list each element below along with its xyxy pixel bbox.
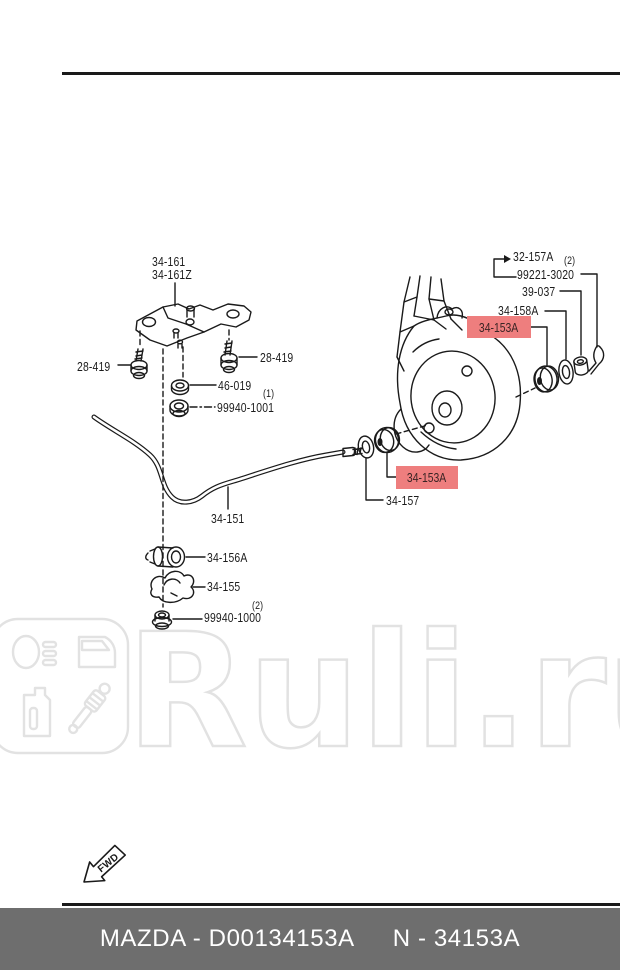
part-label-28-419-left: 28-419	[77, 359, 111, 374]
highlighted-part-34-153a-upper[interactable]: 34-153A	[467, 316, 531, 338]
nut-99940-1000	[151, 610, 203, 630]
clamp-34-155	[150, 570, 206, 604]
highlighted-part-label: 34-153A	[479, 319, 519, 335]
bolt-28-419-right	[220, 329, 258, 374]
part-label-39-037: 39-037	[522, 284, 556, 299]
stabilizer-bar-34-151	[91, 414, 363, 510]
diagram-art: .ink{stroke:#1a1a1a;fill:none;stroke-wid…	[62, 72, 620, 906]
leader-lines-top-right	[493, 255, 598, 367]
part-label-34-161z: 34-161Z	[152, 267, 192, 282]
part-label-34-151: 34-151	[211, 511, 245, 526]
shock-absorber-icon	[68, 682, 111, 735]
ref-arrow-icon	[504, 255, 511, 263]
fwd-arrow-icon: FWD	[83, 844, 127, 883]
part-label-99221-3020: 99221-3020	[517, 267, 575, 282]
bottom-rule	[62, 903, 620, 906]
bushing-34-153a-upper	[533, 365, 560, 393]
washer-34-157	[357, 435, 384, 501]
part-label-99940-1000: 99940-1000	[204, 610, 262, 625]
footer-bar: MAZDA - D00134153A N - 34153A	[0, 908, 620, 970]
part-label-32-157a: 32-157A	[513, 249, 554, 264]
part-label-34-155: 34-155	[207, 579, 241, 594]
qty-label-2-top: (2)	[564, 255, 576, 267]
bushing-34-153a-lower	[373, 426, 401, 478]
watermark: Ruli.ru	[0, 599, 620, 785]
watermark-text: Ruli.ru	[126, 600, 620, 784]
bracket-34-161-drawing	[135, 303, 252, 349]
top-rule	[62, 72, 620, 75]
nut-39-037	[573, 356, 589, 376]
headlight-icon	[11, 634, 58, 670]
washer-34-158a	[558, 359, 574, 385]
bushing-34-156a	[145, 546, 206, 568]
part-label-28-419-right: 28-419	[260, 350, 294, 365]
cotter-pin	[588, 345, 605, 375]
part-label-34-156a: 34-156A	[207, 550, 248, 565]
part-label-46-019: 46-019	[218, 378, 252, 393]
car-door-icon	[77, 635, 117, 669]
qty-label-1: (1)	[263, 388, 275, 400]
nut-99940-1001	[169, 399, 216, 418]
knuckle-drawing	[393, 275, 522, 461]
oil-can-icon	[22, 686, 52, 738]
watermark-logo-box	[0, 617, 130, 755]
part-label-34-158a: 34-158A	[498, 303, 539, 318]
part-label-34-157: 34-157	[386, 493, 420, 508]
part-label-99940-1001: 99940-1001	[217, 400, 275, 415]
qty-label-2-bottom: (2)	[252, 600, 264, 612]
part-label-34-161: 34-161	[152, 254, 186, 269]
footer-catalog-code: MAZDA - D00134153A	[99, 925, 355, 952]
highlighted-part-label: 34-153A	[407, 470, 447, 485]
highlighted-part-34-153a-lower[interactable]: 34-153A	[396, 466, 458, 489]
nut-46-019	[170, 379, 217, 396]
footer-part-number: N - 34153A	[392, 925, 521, 952]
bolt-28-419-left	[117, 330, 148, 380]
